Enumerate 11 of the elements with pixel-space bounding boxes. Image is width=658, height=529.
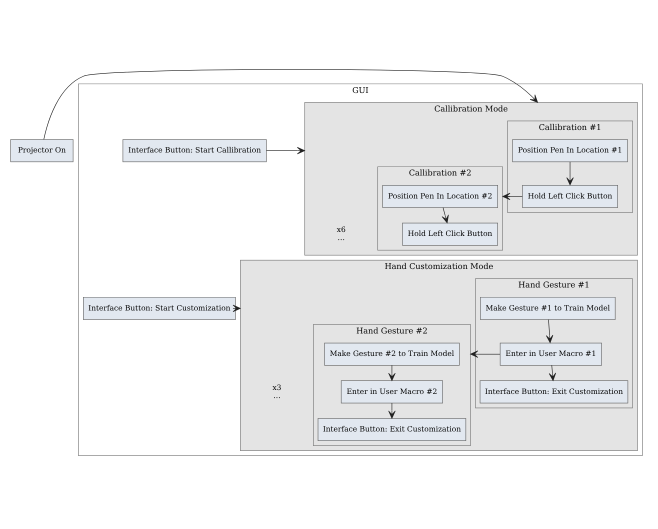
arrow xyxy=(388,364,396,380)
arrow xyxy=(502,192,523,200)
arrow xyxy=(548,364,556,380)
arrow xyxy=(232,304,241,312)
arrow xyxy=(388,402,396,418)
arrow xyxy=(442,206,449,223)
arrow xyxy=(566,161,574,185)
arrow xyxy=(470,350,500,358)
arrow xyxy=(266,146,306,154)
arrow xyxy=(546,318,554,343)
arrow xyxy=(44,68,538,140)
